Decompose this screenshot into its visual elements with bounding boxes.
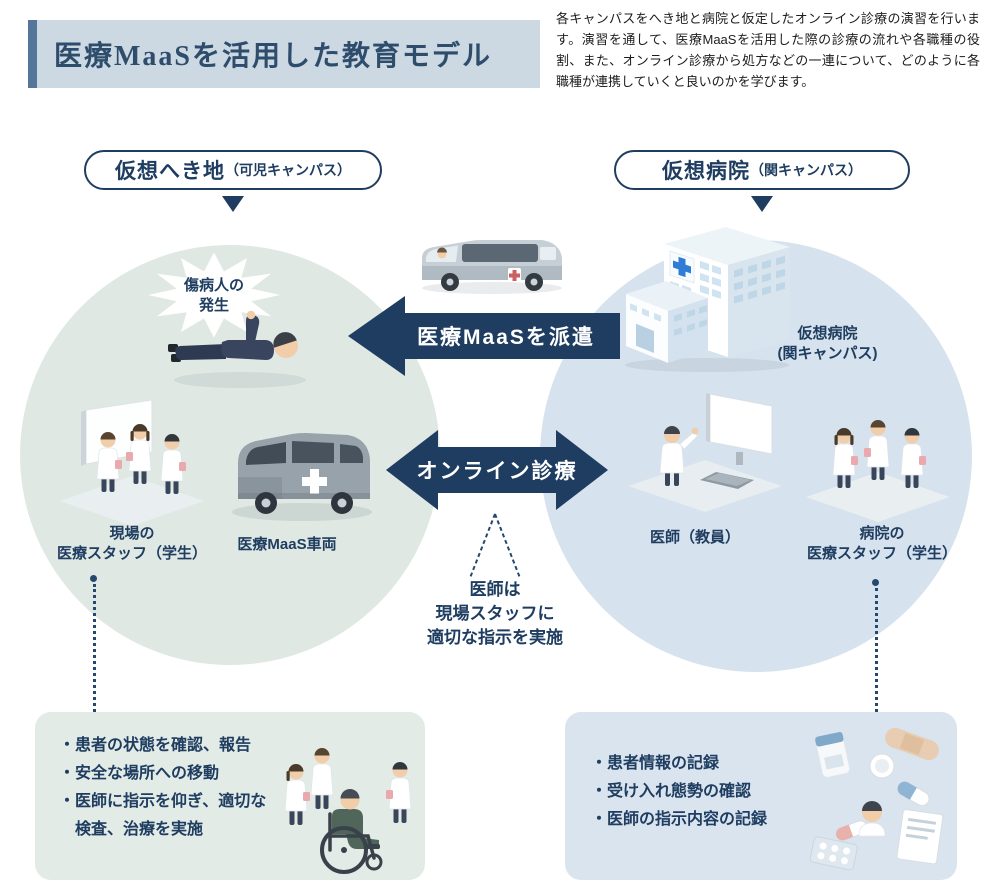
hospital-label-line2: (関キャンパス) <box>777 345 878 363</box>
online-care-arrow-label: オンライン診療 <box>416 460 578 483</box>
remote-task-item: ・安全な場所への移動 <box>59 765 220 782</box>
field-staff-label: 現場の 医療スタッフ（学生） <box>38 524 226 565</box>
hospital-building-illustration <box>625 227 790 372</box>
callout-line1: 医師は <box>469 580 521 599</box>
intro-description: 各キャンパスをへき地と病院と仮定したオンライン診療の演習を行います。演習を通して… <box>556 11 980 90</box>
remote-task-item: 検査、治療を実施 <box>59 821 204 838</box>
badge-hospital-sub: （関キャンパス） <box>750 162 862 178</box>
hospital-task-item: ・受け入れ態勢の確認 <box>591 783 752 800</box>
online-care-arrow-shape-icon <box>386 430 608 510</box>
dispatch-arrow-label: 医療MaaSを派遣 <box>417 326 595 349</box>
dispatch-arrow-shape-icon <box>348 296 620 376</box>
callout-line2: 現場スタッフに <box>435 604 555 624</box>
field-staff-illustration <box>60 399 204 526</box>
hospital-staff-illustration <box>806 420 950 522</box>
remote-connector-line <box>93 584 96 712</box>
field-staff-label-line1: 現場の <box>109 525 155 542</box>
callout-line3: 適切な指示を実施 <box>427 628 563 648</box>
page-title: 医療MaaSを活用した教育モデル <box>54 41 493 72</box>
hospital-tasks-list: ・患者情報の記録 ・受け入れ態勢の確認 ・医師の指示内容の記録 <box>591 750 767 834</box>
badge-remote-pointer-icon <box>222 196 244 212</box>
badge-remote-main: 仮想へき地 <box>115 160 225 183</box>
maas-vehicle-label: 医療MaaS車両 <box>237 536 337 553</box>
doctor-at-computer-illustration <box>628 393 782 512</box>
doctor-label: 医師（教員） <box>649 529 740 546</box>
page-title-box: 医療MaaSを活用した教育モデル <box>28 20 540 88</box>
hospital-staff-label-line1: 病院の <box>859 525 905 542</box>
incident-label: 傷病人の 発生 <box>150 276 278 317</box>
hospital-label-line1: 仮想病院 <box>797 325 858 342</box>
maas-vehicle-illustration <box>232 433 372 521</box>
incident-starburst-icon <box>148 252 280 338</box>
remote-tasks-box: ・患者の状態を確認、報告 ・安全な場所への移動 ・医師に指示を仰ぎ、適切な 検査… <box>35 712 425 880</box>
hospital-label: 仮想病院 (関キャンパス) <box>755 324 900 365</box>
badge-hospital-main: 仮想病院 <box>662 160 750 183</box>
hospital-task-item: ・患者情報の記録 <box>591 755 720 772</box>
hospital-connector-line <box>875 588 878 712</box>
hospital-task-item: ・医師の指示内容の記録 <box>591 811 768 828</box>
injured-person-illustration <box>168 310 306 388</box>
incident-label-line2: 発生 <box>198 297 229 315</box>
remote-task-item: ・患者の状態を確認、報告 <box>59 737 252 754</box>
hospital-staff-label: 病院の 医療スタッフ（学生） <box>788 524 976 565</box>
badge-hospital-pointer-icon <box>751 196 773 212</box>
hospital-connector-dot <box>872 579 879 586</box>
field-staff-label-line2: 医療スタッフ（学生） <box>56 545 207 563</box>
remote-task-item: ・医師に指示を仰ぎ、適切な <box>59 793 267 810</box>
remote-tasks-list: ・患者の状態を確認、報告 ・安全な場所への移動 ・医師に指示を仰ぎ、適切な 検査… <box>59 732 266 844</box>
dispatch-arrow: 医療MaaSを派遣 <box>348 296 620 376</box>
wheelchair-patient-illustration <box>284 748 412 874</box>
badge-virtual-remote-area: 仮想へき地（可児キャンパス） <box>84 150 382 190</box>
title-accent-bar <box>28 20 37 88</box>
badge-remote-sub: （可児キャンパス） <box>225 162 351 178</box>
remote-connector-dot <box>90 575 97 582</box>
badge-virtual-hospital: 仮想病院（関キャンパス） <box>614 150 910 190</box>
hospital-tasks-box: ・患者情報の記録 ・受け入れ態勢の確認 ・医師の指示内容の記録 <box>565 712 957 880</box>
doctor-instruction-callout: 医師は 現場スタッフに 適切な指示を実施 <box>382 578 608 650</box>
medical-supplies-illustration <box>809 727 944 871</box>
dispatch-van-illustration <box>422 240 562 294</box>
incident-label-line1: 傷病人の <box>183 277 244 294</box>
online-care-arrow: オンライン診療 <box>386 430 608 510</box>
hospital-staff-label-line2: 医療スタッフ（学生） <box>806 545 957 563</box>
callout-tail-icon <box>469 513 521 579</box>
